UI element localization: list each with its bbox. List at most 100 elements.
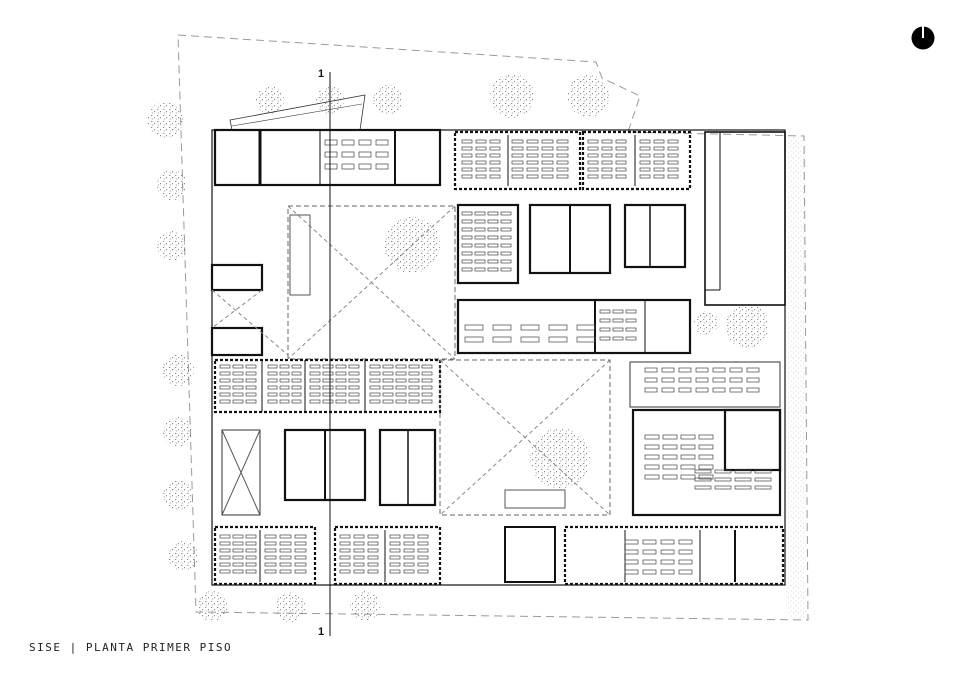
desk [353, 555, 365, 560]
desk [245, 541, 257, 546]
desk [500, 243, 512, 248]
desk [324, 163, 338, 170]
desk [624, 549, 639, 555]
desk [587, 160, 599, 165]
desk [267, 399, 278, 404]
desk [219, 562, 231, 567]
desk [698, 474, 714, 480]
desk [754, 485, 772, 490]
desk [291, 392, 302, 397]
desk [625, 318, 637, 323]
desk [644, 377, 658, 383]
desk [375, 151, 389, 158]
desk [219, 534, 231, 539]
desk [624, 559, 639, 565]
desk [339, 562, 351, 567]
east-garden-strip [786, 136, 806, 618]
desk [662, 464, 678, 470]
stair-north [289, 214, 311, 296]
desk [599, 336, 611, 341]
desk [729, 377, 743, 383]
desk [264, 541, 277, 546]
desk [487, 235, 499, 240]
desk [475, 153, 487, 158]
desk [464, 336, 484, 343]
desk [403, 534, 415, 539]
desk [541, 167, 554, 172]
desk [511, 139, 524, 144]
desk [367, 541, 379, 546]
desk [644, 387, 658, 393]
desk [698, 444, 714, 450]
desk [541, 174, 554, 179]
desk [526, 153, 539, 158]
desk [680, 434, 696, 440]
desk [389, 569, 401, 574]
desk [232, 378, 244, 383]
desk [526, 167, 539, 172]
desk [587, 146, 599, 151]
desk [291, 364, 302, 369]
desk [369, 371, 381, 376]
desk [492, 324, 512, 331]
room-block-north-west [213, 128, 442, 187]
desk [279, 562, 292, 567]
desk [294, 569, 307, 574]
desk [421, 364, 433, 369]
desk [219, 378, 231, 383]
desk [389, 541, 401, 546]
desk [335, 399, 347, 404]
desk [417, 534, 429, 539]
desk [639, 167, 651, 172]
desk [612, 327, 624, 332]
desk [382, 399, 394, 404]
desk [601, 174, 613, 179]
desk [245, 364, 257, 369]
desk [660, 569, 675, 575]
desk [353, 548, 365, 553]
desk [279, 378, 290, 383]
desk [348, 399, 360, 404]
desk [232, 562, 244, 567]
desk [408, 378, 420, 383]
desk [599, 318, 611, 323]
desk [487, 259, 499, 264]
desk [232, 548, 244, 553]
desk [746, 377, 760, 383]
desk [746, 387, 760, 393]
desk [279, 534, 292, 539]
desk [746, 367, 760, 373]
desk [694, 485, 712, 490]
desk [309, 392, 321, 397]
desk [754, 477, 772, 482]
desk [353, 534, 365, 539]
desk [461, 267, 473, 272]
desk [339, 548, 351, 553]
desk [556, 139, 569, 144]
desk [339, 555, 351, 560]
desk [322, 364, 334, 369]
desk [587, 174, 599, 179]
classroom-north-2 [581, 130, 692, 191]
desk [219, 371, 231, 376]
desk [548, 336, 568, 343]
desk [556, 160, 569, 165]
desk [694, 477, 712, 482]
desk [576, 324, 596, 331]
desk [421, 399, 433, 404]
desk [599, 327, 611, 332]
desk [714, 477, 732, 482]
desk [678, 569, 693, 575]
desk [245, 534, 257, 539]
desk [279, 385, 290, 390]
desk [267, 378, 278, 383]
desk [417, 569, 429, 574]
desk [653, 174, 665, 179]
desk [369, 392, 381, 397]
rooms-south-east [563, 525, 785, 586]
desk [322, 385, 334, 390]
desk [624, 539, 639, 545]
desk [395, 399, 407, 404]
desk [341, 151, 355, 158]
desk [678, 549, 693, 555]
